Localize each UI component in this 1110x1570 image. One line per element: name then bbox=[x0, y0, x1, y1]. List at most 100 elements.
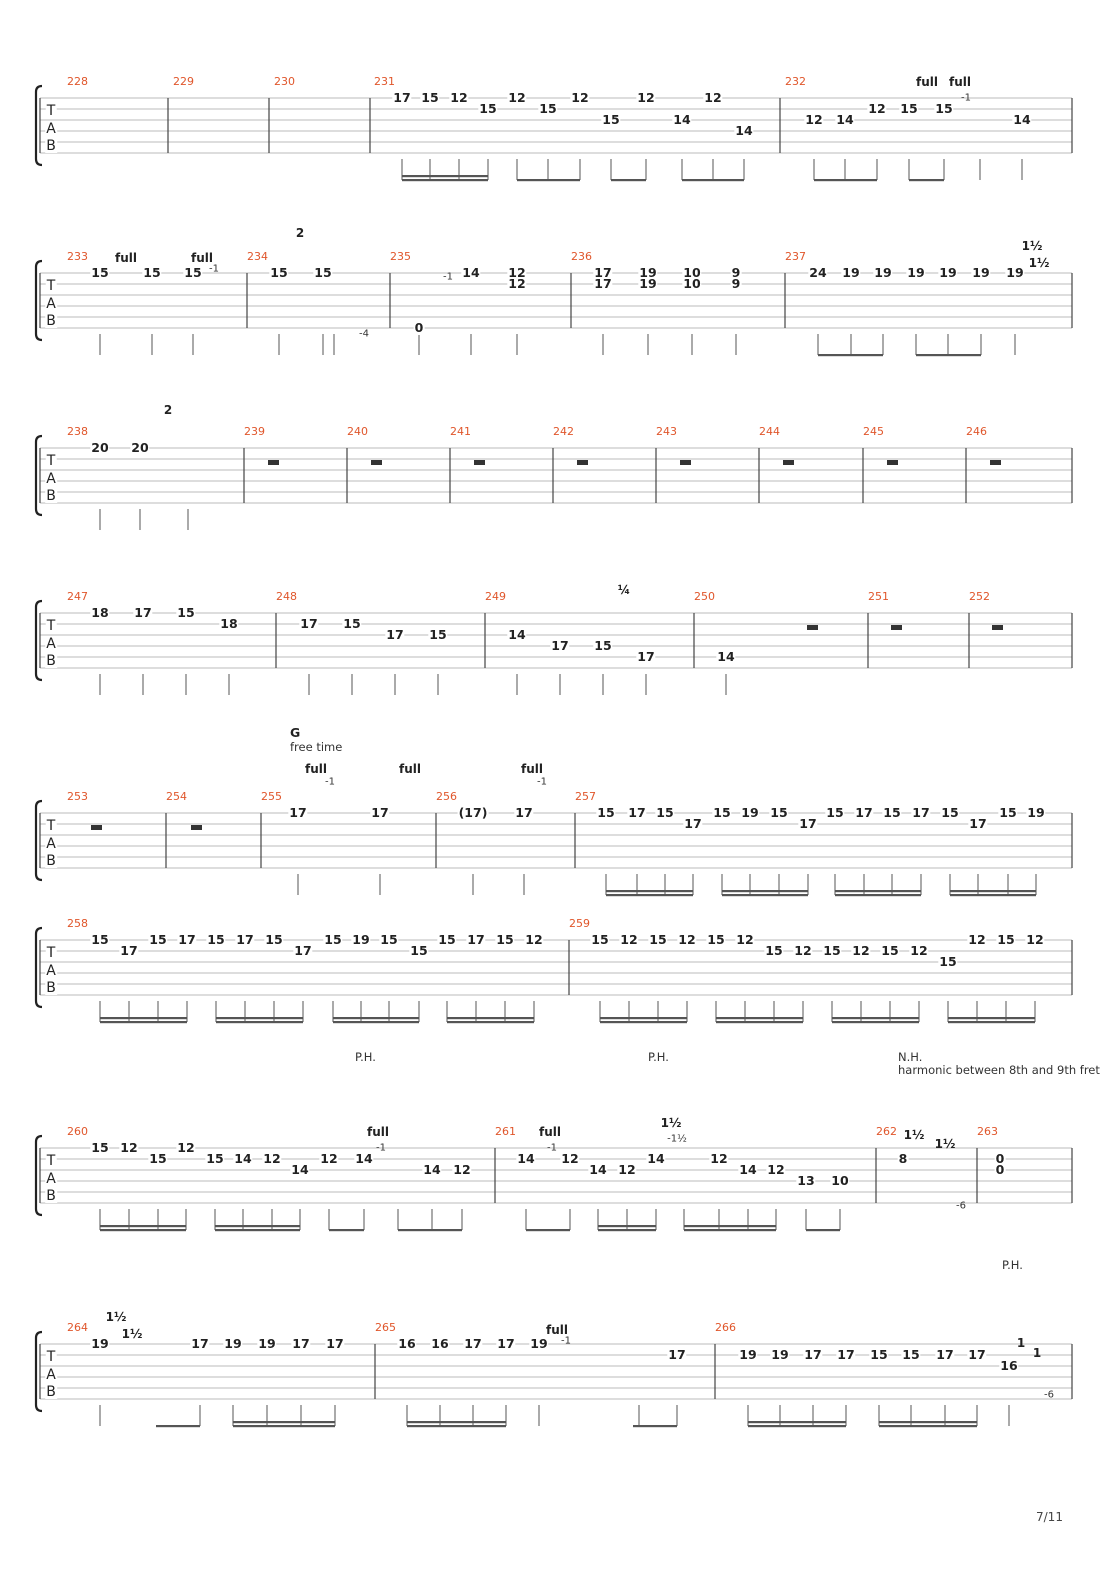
beam bbox=[748, 1425, 846, 1428]
fret-number: 10 bbox=[682, 265, 702, 280]
fret-number: 14 bbox=[507, 627, 527, 642]
technique-label: P.H. bbox=[648, 1050, 669, 1064]
fret-number: 0 bbox=[994, 1162, 1006, 1177]
fret-number: 19 bbox=[873, 265, 893, 280]
fret-number: 17 bbox=[836, 1347, 856, 1362]
measure-number: 244 bbox=[759, 425, 780, 438]
fret-number: 17 bbox=[466, 932, 486, 947]
beam bbox=[835, 890, 921, 893]
fret-number: 12 bbox=[1025, 932, 1045, 947]
tab-clef-letter: A bbox=[45, 962, 57, 979]
fret-number: 12 bbox=[617, 1162, 637, 1177]
fret-number: 12 bbox=[507, 276, 527, 291]
fret-number: 12 bbox=[119, 1140, 139, 1155]
fret-number: 19 bbox=[971, 265, 991, 280]
beam bbox=[950, 894, 1036, 897]
system-bracket bbox=[34, 259, 43, 342]
fret-number: 15 bbox=[409, 943, 429, 958]
fret-number: 17 bbox=[911, 805, 931, 820]
rest bbox=[371, 460, 382, 465]
fret-number: 15 bbox=[90, 265, 110, 280]
beam bbox=[814, 179, 877, 182]
beam bbox=[806, 1229, 840, 1232]
bend-label: full bbox=[521, 762, 543, 776]
rest bbox=[191, 825, 202, 830]
beam bbox=[215, 1229, 300, 1232]
fret-number: 20 bbox=[90, 440, 110, 455]
beam bbox=[402, 175, 488, 178]
fret-number: 14 bbox=[835, 112, 855, 127]
beam bbox=[682, 179, 744, 182]
fret-number: 17 bbox=[370, 805, 390, 820]
tab-clef-letter: A bbox=[45, 835, 57, 852]
fret-number: 14 bbox=[290, 1162, 310, 1177]
system-bracket bbox=[34, 599, 43, 682]
beam bbox=[818, 354, 883, 357]
fret-number: 15 bbox=[901, 1347, 921, 1362]
beam bbox=[600, 1021, 687, 1024]
fret-number: 17 bbox=[854, 805, 874, 820]
fret-number: 15 bbox=[269, 265, 289, 280]
beam bbox=[215, 1225, 300, 1228]
fret-number: 12 bbox=[449, 90, 469, 105]
fret-number: 16 bbox=[397, 1336, 417, 1351]
beam bbox=[598, 1225, 656, 1228]
beam bbox=[600, 1017, 687, 1020]
fret-number: 14 bbox=[646, 1151, 666, 1166]
fret-number: 12 bbox=[909, 943, 929, 958]
fret-number: 15 bbox=[822, 943, 842, 958]
fret-number: 12 bbox=[507, 265, 527, 280]
fret-number: 15 bbox=[148, 1151, 168, 1166]
fret-number: 17 bbox=[803, 1347, 823, 1362]
tab-clef-letter: A bbox=[45, 1366, 57, 1383]
measure-number: 263 bbox=[977, 1125, 998, 1138]
fret-number: 19 bbox=[1026, 805, 1046, 820]
measure-number: 229 bbox=[173, 75, 194, 88]
beam bbox=[722, 890, 808, 893]
measure-number: 237 bbox=[785, 250, 806, 263]
beam bbox=[398, 1229, 462, 1232]
measure-number: 243 bbox=[656, 425, 677, 438]
bend-label: -1 bbox=[443, 271, 453, 283]
measure-number: 242 bbox=[553, 425, 574, 438]
fret-number: 19 bbox=[1005, 265, 1025, 280]
beam bbox=[606, 894, 693, 897]
bend-label: 1½ bbox=[121, 1327, 143, 1341]
fret-number: 15 bbox=[205, 1151, 225, 1166]
fret-number: 15 bbox=[538, 101, 558, 116]
technique-label: harmonic between 8th and 9th fret bbox=[898, 1063, 1100, 1077]
fret-number: 15 bbox=[264, 932, 284, 947]
beam bbox=[633, 1425, 677, 1428]
bend-label: full bbox=[305, 762, 327, 776]
measure-number: 264 bbox=[67, 1321, 88, 1334]
tab-clef-letter: T bbox=[45, 278, 57, 295]
rest bbox=[577, 460, 588, 465]
fret-number: 19 bbox=[257, 1336, 277, 1351]
fret-number: 17 bbox=[133, 605, 153, 620]
measure-number: 247 bbox=[67, 590, 88, 603]
tab-clef-letter: T bbox=[45, 618, 57, 635]
fret-number: 15 bbox=[596, 805, 616, 820]
fret-number: 15 bbox=[183, 265, 203, 280]
bend-label: full bbox=[546, 1323, 568, 1337]
fret-number: (17) bbox=[457, 805, 489, 820]
fret-number: 15 bbox=[934, 101, 954, 116]
fret-number: 0 bbox=[994, 1151, 1006, 1166]
rest bbox=[268, 460, 279, 465]
beam bbox=[684, 1225, 776, 1228]
fret-number: 15 bbox=[379, 932, 399, 947]
fret-number: 0 bbox=[413, 320, 425, 335]
fret-number: 15 bbox=[90, 932, 110, 947]
fret-number: 14 bbox=[516, 1151, 536, 1166]
fret-number: 17 bbox=[288, 805, 308, 820]
beam bbox=[447, 1021, 534, 1024]
